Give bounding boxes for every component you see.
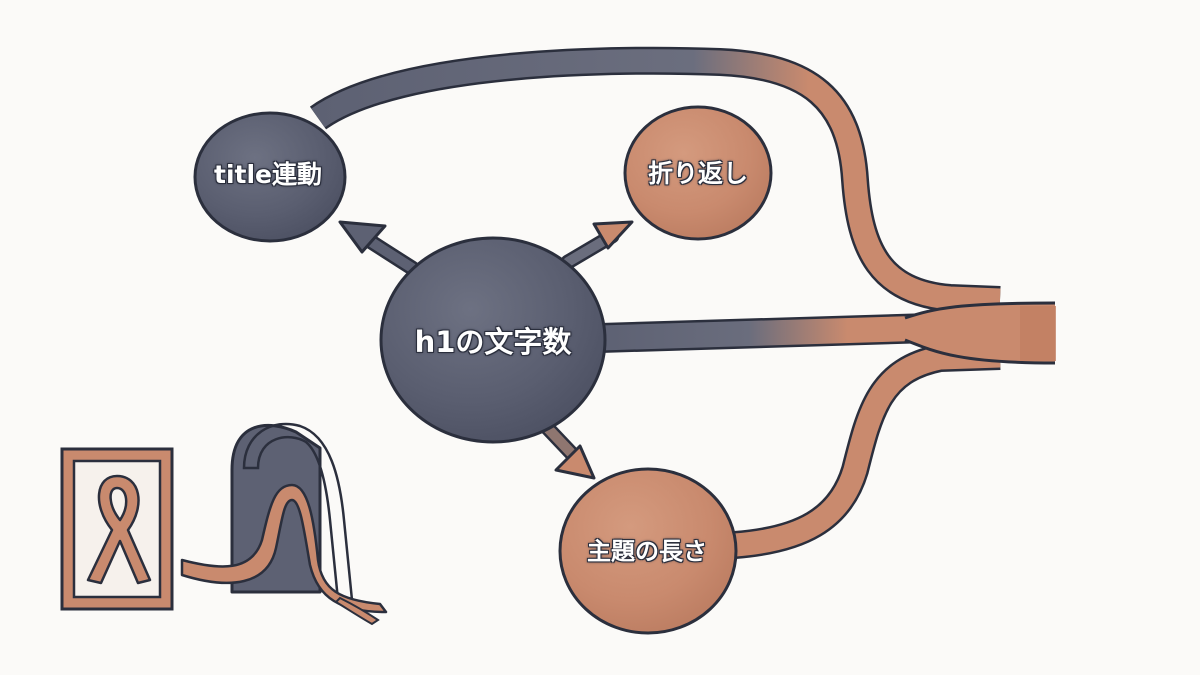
- node-topic-length: [558, 467, 738, 635]
- node-title-link-label: title連動: [214, 160, 322, 189]
- merged-band: [905, 303, 1055, 363]
- arch-ribbon-icon: [180, 422, 388, 626]
- node-h1-chars-label: h1の文字数: [414, 325, 572, 359]
- arrow-to-wrapping: [560, 220, 634, 270]
- arrow-to-title-link: [338, 220, 420, 276]
- node-wrapping: [623, 105, 773, 241]
- node-h1-chars: [379, 236, 607, 444]
- node-topic-length-label: 主題の長さ: [587, 537, 707, 566]
- framed-ribbon-icon: [60, 447, 174, 611]
- node-title-link: [193, 111, 347, 243]
- node-wrapping-label: 折り返し: [647, 159, 749, 188]
